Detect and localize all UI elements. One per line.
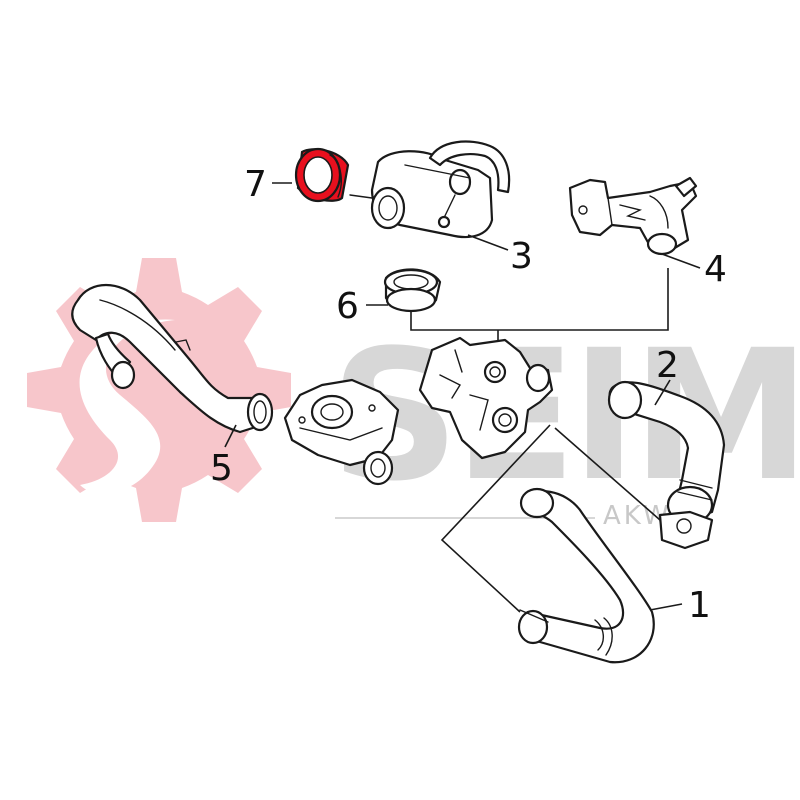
part-7-seal-ring[interactable] [272, 147, 350, 203]
callout-4: 4 [704, 249, 727, 290]
part-1-u-hose[interactable] [440, 424, 683, 664]
callout-2: 2 [656, 345, 679, 386]
watermark-gear-logo [27, 258, 291, 522]
callout-6: 6 [336, 286, 359, 327]
valve-module[interactable] [418, 336, 554, 460]
callout-labels: 1 2 3 4 5 6 7 [210, 164, 727, 626]
part-5-intake-hose[interactable] [71, 283, 274, 448]
part-3-air-box[interactable] [349, 140, 511, 251]
throttle-body[interactable] [283, 378, 400, 486]
callout-5: 5 [210, 448, 233, 489]
gear-icon [27, 258, 291, 522]
watermark-brand: SEIM AKWEL [330, 312, 800, 531]
callout-3: 3 [510, 236, 533, 277]
part-6-sleeve[interactable] [366, 268, 442, 313]
watermark-brand-text: SEIM [330, 312, 800, 521]
part-2-curved-hose[interactable] [607, 379, 726, 550]
callout-7: 7 [244, 164, 267, 205]
part-4-flange-pipe[interactable] [568, 176, 701, 269]
callout-1: 1 [688, 585, 711, 626]
